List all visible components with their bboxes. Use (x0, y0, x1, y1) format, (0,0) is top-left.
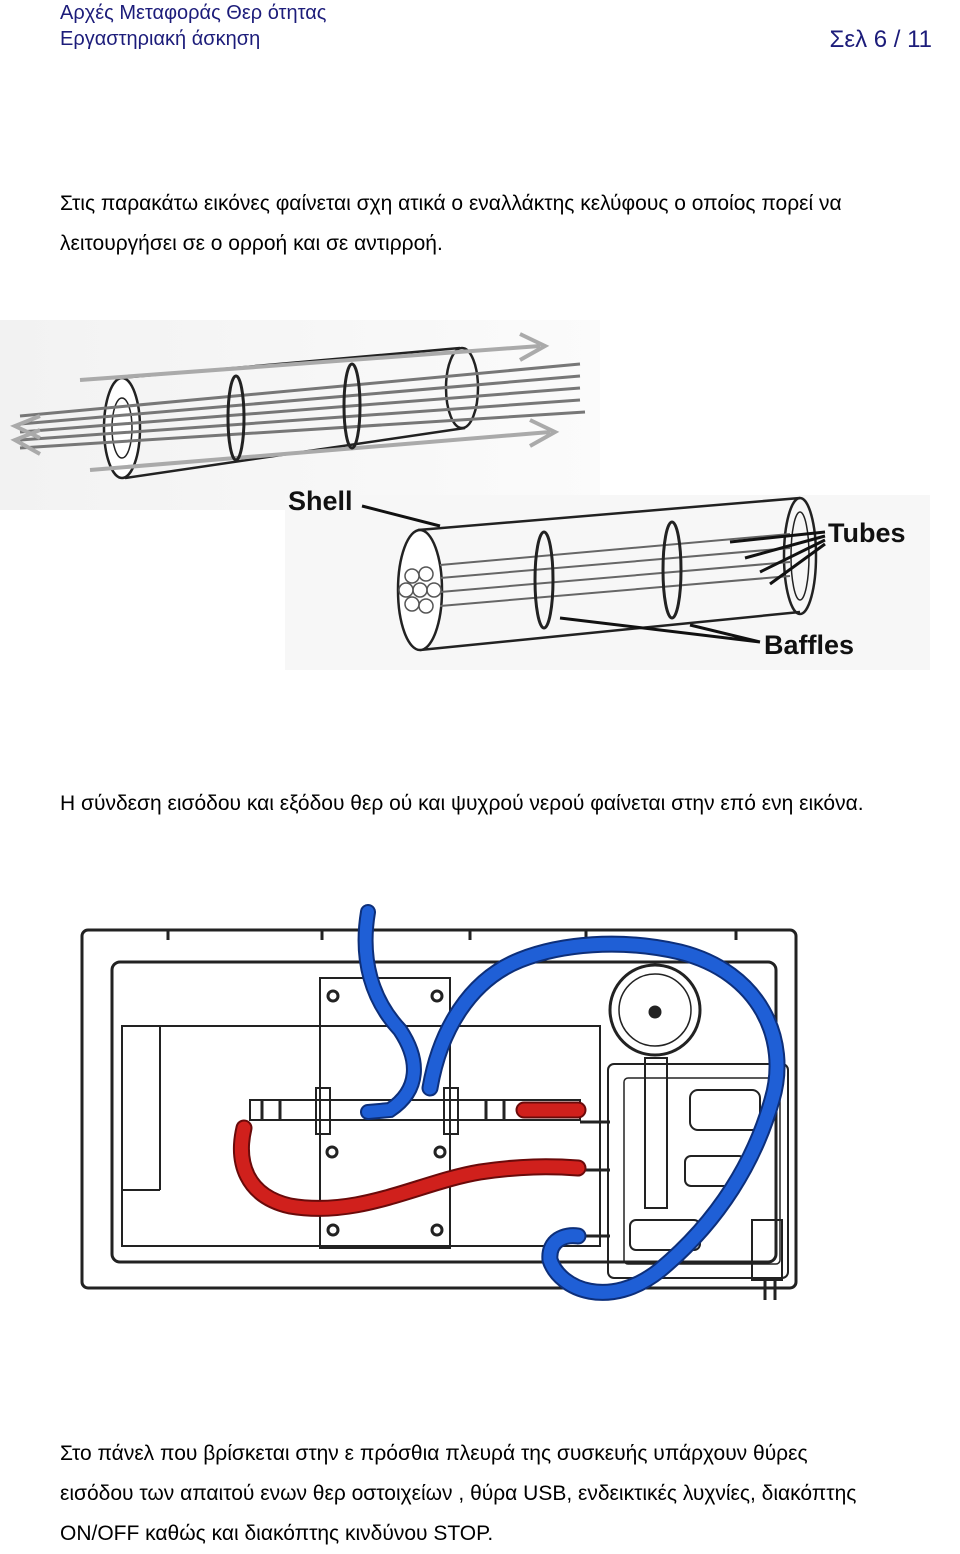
exchanger-top (10, 332, 586, 480)
intro-line-1: Στις παρακάτω εικόνες φαίνεται σχη ατικά… (60, 192, 842, 215)
course-title: Αρχές Μεταφοράς Θερ ότητας (60, 2, 327, 24)
intro-line-2: λειτουργήσει σε ο ορροή και σε αντιρροή. (60, 232, 443, 255)
apparatus-figure (80, 904, 798, 1301)
connection-line-1: Η σύνδεση εισόδου και εξόδου θερ ού και … (60, 792, 864, 815)
intro-paragraph: Στις παρακάτω εικόνες φαίνεται σχη ατικά… (60, 184, 842, 264)
document-subtitle: Εργαστηριακή άσκηση (60, 28, 261, 50)
apparatus-frame (80, 928, 798, 1300)
panel-line-2: εισόδου των απαιτού ενων θερ οστοιχείων … (60, 1482, 857, 1505)
connection-paragraph: Η σύνδεση εισόδου και εξόδου θερ ού και … (60, 784, 864, 824)
panel-paragraph: Στο πάνελ που βρίσκεται στην ε πρόσθια π… (60, 1434, 856, 1554)
page-number: Σελ 6 / 11 (829, 26, 932, 53)
panel-line-1: Στο πάνελ που βρίσκεται στην ε πρόσθια π… (60, 1442, 808, 1465)
figure-background-top (0, 320, 600, 510)
cold-water-hose (357, 904, 786, 1301)
heat-exchanger-figure: Shell Tubes Baffles (0, 320, 930, 670)
figure-background-bottom (285, 495, 930, 670)
hot-water-hose (233, 1101, 587, 1217)
exchanger-bottom (361, 496, 826, 652)
tubes-label: Tubes (828, 518, 906, 548)
baffles-label: Baffles (764, 630, 854, 660)
shell-label: Shell (288, 486, 353, 516)
panel-line-3: ON/OFF καθώς και διακόπτης κινδύνου STOP… (60, 1522, 494, 1545)
